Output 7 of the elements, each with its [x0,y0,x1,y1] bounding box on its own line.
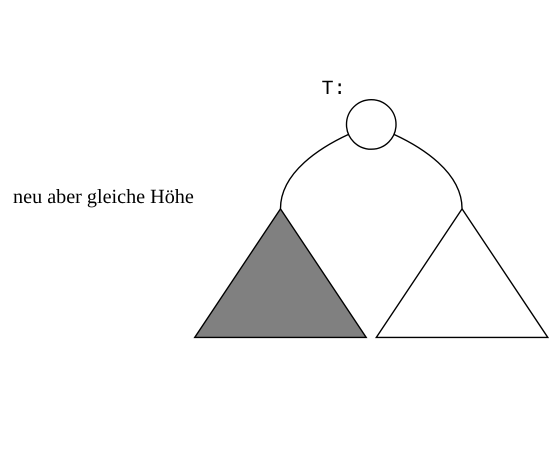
node-triangle [375,207,550,338]
node-label: neu aber gleiche Höhe [13,185,194,208]
connector [394,133,463,208]
node-triangle [193,207,368,338]
connector [280,133,349,208]
node-circle [346,98,397,150]
node-label: T: [322,77,346,100]
